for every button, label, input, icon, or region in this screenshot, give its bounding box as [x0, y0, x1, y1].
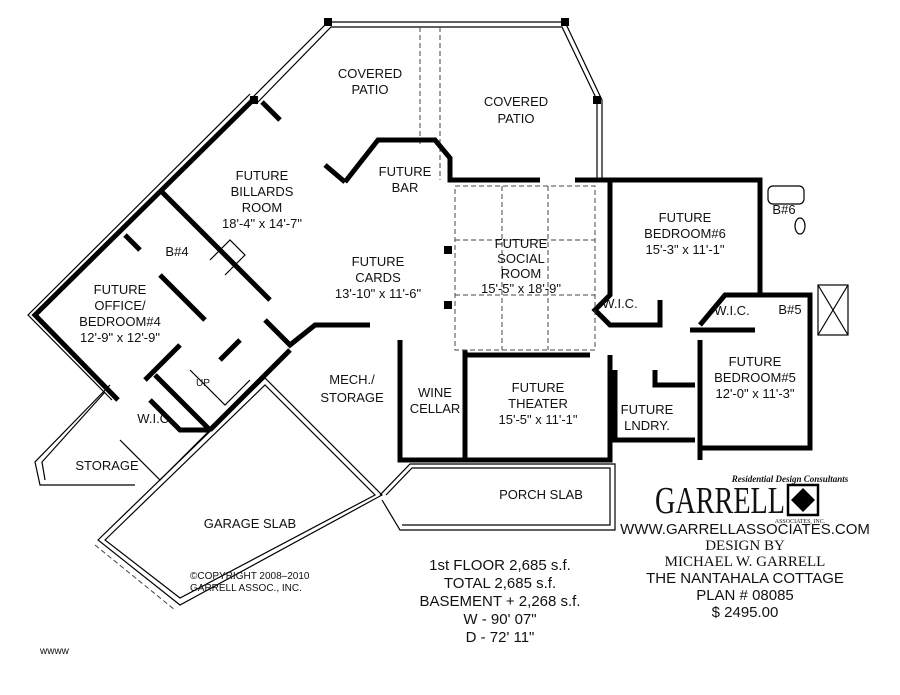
mech-storage-label: MECH./: [329, 372, 375, 387]
garage-slab-label: GARAGE SLAB: [204, 516, 296, 531]
social-room-dimensions: 15'-5" x 18'-9": [481, 281, 561, 296]
plan-price: $ 2495.00: [712, 604, 779, 621]
wine-cellar-label: CELLAR: [410, 401, 461, 416]
bedroom5-label: BEDROOM#5: [714, 370, 796, 385]
office-dimensions: 12'-9" x 12'-9": [80, 330, 160, 345]
watermark: wwww: [39, 646, 70, 657]
office-label: FUTURE: [94, 282, 147, 297]
storage-outline: [34, 384, 211, 486]
depth-dimension: D - 72' 11": [466, 629, 535, 646]
garrell-logo: Residential Design Consultants GARRELL A…: [655, 474, 849, 525]
porch-slab-outline: [379, 463, 616, 531]
bath6-label: B#6: [772, 202, 795, 217]
plan-number: PLAN # 08085: [696, 587, 794, 604]
wic-label: W.I.C.: [602, 296, 637, 311]
office-wing-walls: [123, 188, 292, 432]
design-by: DESIGN BY: [705, 538, 785, 554]
bar-label: BAR: [392, 180, 419, 195]
copyright-line: ©COPYRIGHT 2008–2010: [190, 571, 310, 582]
bedroom6-label: FUTURE: [659, 210, 712, 225]
credits-block: WWW.GARRELLASSOCIATES.COM DESIGN BY MICH…: [620, 521, 870, 621]
laundry-label: FUTURE: [621, 402, 674, 417]
billiards-room-label: ROOM: [242, 200, 282, 215]
social-room-ceiling-grid: [444, 185, 596, 351]
billiards-room-label: FUTURE: [236, 168, 289, 183]
garage-slab-outline: [94, 377, 383, 611]
logo-tagline: Residential Design Consultants: [731, 474, 849, 484]
social-room-label: FUTURE: [495, 236, 548, 251]
billiards-room-label: BILLARDS: [231, 184, 294, 199]
bath5-label: B#5: [778, 302, 801, 317]
exterior-walls: [27, 93, 813, 463]
office-label: BEDROOM#4: [79, 314, 161, 329]
porch-slab-label: PORCH SLAB: [499, 487, 583, 502]
social-room-label: SOCIAL: [497, 251, 545, 266]
billiards-room-dimensions: 18'-4" x 14'-7": [222, 216, 302, 231]
theater-dimensions: 15'-5" x 11'-1": [499, 412, 578, 427]
covered-patio-label: PATIO: [497, 111, 534, 126]
bath4-label: B#4: [165, 244, 188, 259]
wic-label: W.I.C.: [714, 303, 749, 318]
laundry-label: LNDRY.: [624, 418, 670, 433]
copyright-line: GARRELL ASSOC., INC.: [190, 583, 302, 594]
designer-name: MICHAEL W. GARRELL: [665, 554, 826, 570]
stair-up-label: UP: [196, 378, 210, 389]
bedroom6-dimensions: 15'-3" x 11'-1": [646, 242, 725, 257]
bar-label: FUTURE: [379, 164, 432, 179]
covered-patio-label: COVERED: [484, 94, 548, 109]
width-dimension: W - 90' 07": [463, 611, 536, 628]
wine-cellar-label: WINE: [418, 385, 452, 400]
covered-patio-outline: [249, 18, 603, 180]
storage-label: STORAGE: [75, 458, 139, 473]
first-floor-sqft: 1st FLOOR 2,685 s.f.: [429, 557, 571, 574]
office-label: OFFICE/: [94, 298, 146, 313]
logo-diamond-icon: [791, 488, 815, 512]
bedroom5-dimensions: 12'-0" x 11'-3": [716, 386, 795, 401]
cards-room-label: CARDS: [355, 270, 401, 285]
website: WWW.GARRELLASSOCIATES.COM: [620, 521, 870, 538]
cards-room-label: FUTURE: [352, 254, 405, 269]
logo-name: GARRELL: [655, 480, 785, 522]
basement-sqft: BASEMENT + 2,268 s.f.: [419, 593, 580, 610]
mech-storage-label: STORAGE: [320, 390, 384, 405]
bedroom5-label: FUTURE: [729, 354, 782, 369]
theater-label: FUTURE: [512, 380, 565, 395]
logo-sub: ASSOCIATES, INC.: [775, 519, 826, 525]
room-labels: COVERED PATIO COVERED PATIO FUTURE BILLA…: [75, 66, 801, 531]
square-footage-block: 1st FLOOR 2,685 s.f. TOTAL 2,685 s.f. BA…: [419, 557, 580, 646]
social-room-label: ROOM: [501, 266, 541, 281]
bath-fixtures: [767, 185, 849, 336]
bedroom6-label: BEDROOM#6: [644, 226, 726, 241]
wic-label: W.I.C.: [137, 411, 172, 426]
covered-patio-label: PATIO: [351, 82, 388, 97]
covered-patio-label: COVERED: [338, 66, 402, 81]
plan-name: THE NANTAHALA COTTAGE: [646, 570, 844, 587]
total-sqft: TOTAL 2,685 s.f.: [444, 575, 556, 592]
theater-label: THEATER: [508, 396, 568, 411]
cards-room-dimensions: 13'-10" x 11'-6": [335, 286, 422, 301]
